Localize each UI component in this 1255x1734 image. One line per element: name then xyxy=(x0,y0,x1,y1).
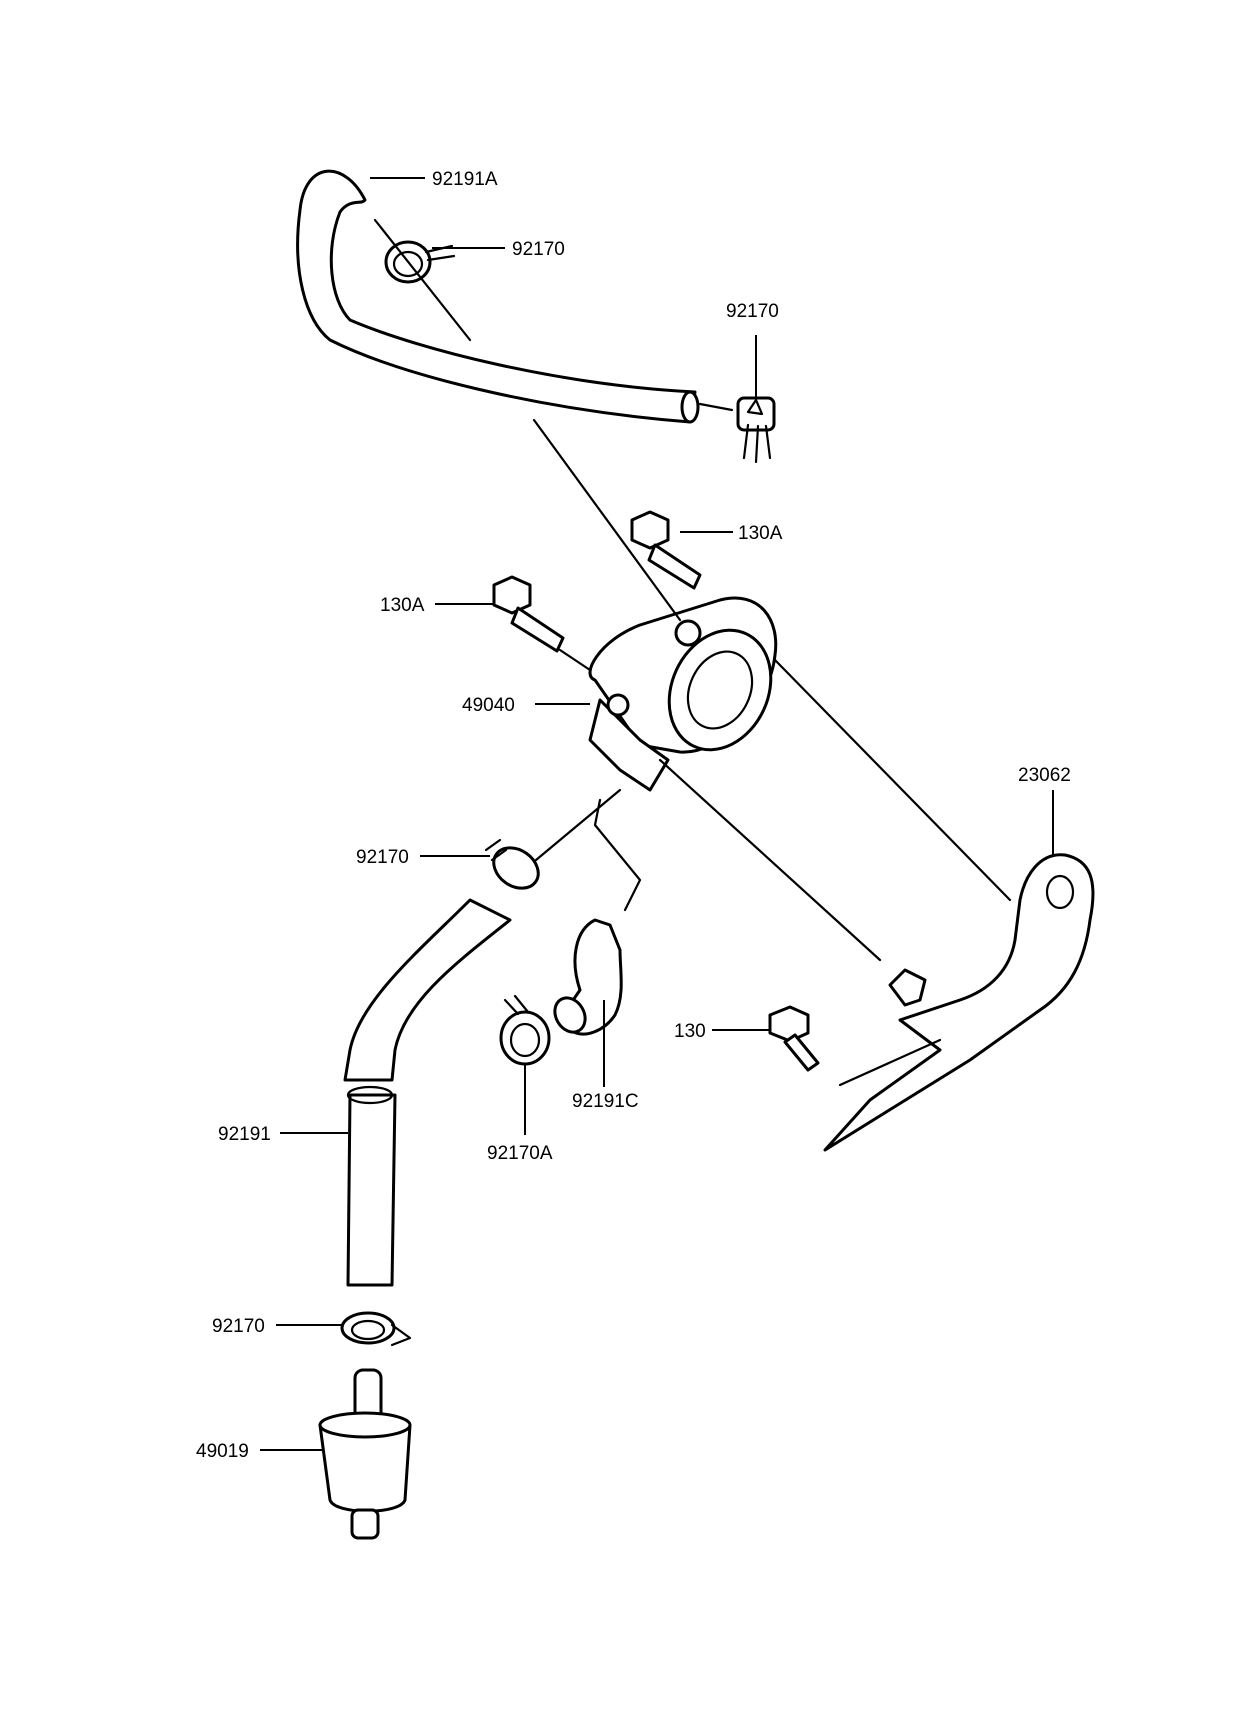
clamp-lower xyxy=(340,1311,412,1347)
callout-labels: 92191A 92170 92170 130A 130A 49040 23062… xyxy=(196,169,1071,1462)
label-49040: 49040 xyxy=(462,695,515,716)
label-92170-upper-right: 92170 xyxy=(726,301,779,322)
bolt-130a-right xyxy=(630,510,702,590)
upper-hose xyxy=(296,169,700,424)
leader-lines xyxy=(260,177,1054,1451)
small-hose xyxy=(553,918,623,1036)
bolt-130a-left xyxy=(492,575,565,653)
clamp-upper-right xyxy=(736,396,776,464)
label-130a-left: 130A xyxy=(380,595,425,616)
bracket xyxy=(823,853,1095,1152)
clamp-small xyxy=(499,994,551,1066)
fuel-pump xyxy=(588,596,778,792)
bolt-130 xyxy=(768,1005,820,1072)
label-92170-middle: 92170 xyxy=(356,847,409,868)
assembly-lines xyxy=(373,218,1012,1087)
fuel-filter xyxy=(318,1368,412,1540)
clamp-middle xyxy=(484,838,540,890)
label-130a-right: 130A xyxy=(738,523,783,544)
label-130: 130 xyxy=(674,1021,706,1042)
label-23062: 23062 xyxy=(1018,765,1071,786)
label-49019: 49019 xyxy=(196,1441,249,1462)
lower-hose xyxy=(343,898,512,1287)
label-92170-lower: 92170 xyxy=(212,1316,265,1337)
label-92191c: 92191C xyxy=(572,1091,639,1112)
label-92191: 92191 xyxy=(218,1124,271,1145)
label-92170-upper-left: 92170 xyxy=(512,239,565,260)
label-92170a: 92170A xyxy=(487,1143,553,1164)
label-92191a: 92191A xyxy=(432,169,498,190)
